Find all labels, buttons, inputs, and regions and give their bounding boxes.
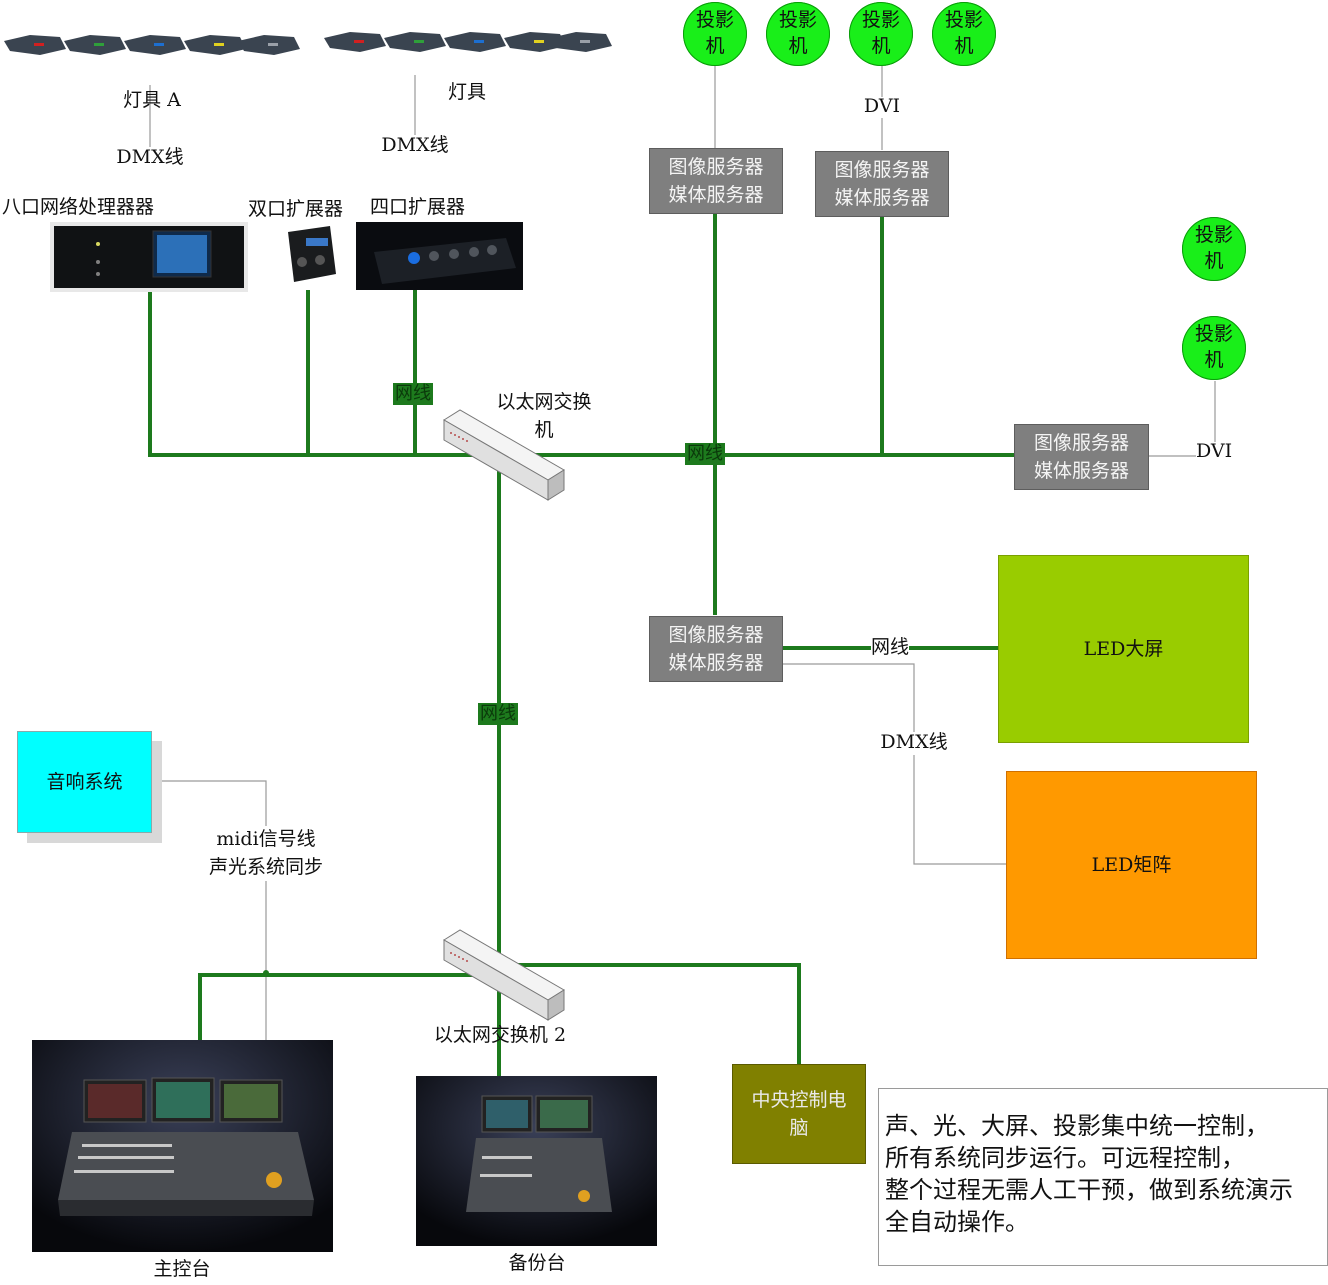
ethernet-switch-1 [443,409,565,501]
note-line-2: 所有系统同步运行。可远程控制， [885,1143,1245,1172]
media-server-4: 图像服务器媒体服务器 [649,616,783,682]
backup-console-label: 备份台 [508,1252,566,1274]
led-screen: LED大屏 [998,555,1249,743]
four-port-expander-image [356,222,523,290]
projector-2: 投影机 [766,2,830,66]
dvi-label-right: DVI [1196,440,1233,462]
note-line-4: 全自动操作。 [885,1207,1029,1236]
midi-label: midi信号线声光系统同步 [208,826,324,882]
note-line-1: 声、光、大屏、投影集中统一控制， [885,1112,1269,1140]
projector-4: 投影机 [932,2,996,66]
led-net-label: 网线 [870,636,910,658]
led-dmx-label: DMX线 [880,731,948,753]
switch-1-label: 以太网交换机 [496,391,592,441]
main-console-label: 主控台 [153,1258,211,1280]
processor-label: 八口网络处理器器 [2,196,155,218]
light-fixtures-b [324,32,612,52]
projector-6: 投影机 [1182,316,1246,380]
dmx-cable-label-b: DMX线 [381,134,449,156]
two-port-expander-image [288,226,336,282]
projector-5: 投影机 [1182,217,1246,281]
network-processor-image [50,222,248,292]
switch-2-label: 以太网交换机 2 [433,1024,567,1046]
net-cable-label-1: 网线 [393,383,433,405]
media-server-3: 图像服务器媒体服务器 [1014,424,1149,490]
net-cable-label-2: 网线 [685,443,725,465]
media-server-1: 图像服务器媒体服务器 [649,148,783,214]
dvi-label-top: DVI [863,95,901,117]
projector-3: 投影机 [849,2,913,66]
led-matrix: LED矩阵 [1006,771,1257,959]
central-control-pc: 中央控制电脑 [732,1064,866,1164]
backup-console-image [416,1076,657,1246]
four-port-label: 四口扩展器 [370,196,466,218]
main-console-image [32,1040,333,1252]
net-cable-label-3: 网线 [478,703,518,725]
ethernet-switch-2 [443,929,565,1021]
light-fixtures-a [4,35,300,55]
media-server-2: 图像服务器媒体服务器 [815,151,949,217]
light-group-a-label: 灯具 A [123,89,181,111]
two-port-label: 双口扩展器 [248,198,344,220]
audio-system: 音响系统 [17,731,152,833]
light-fixture-icon [4,35,66,55]
light-group-b-label: 灯具 [447,81,487,103]
note-line-3: 整个过程无需人工干预，做到系统演示 [885,1175,1293,1204]
summary-note: 声、光、大屏、投影集中统一控制， 所有系统同步运行。可远程控制， 整个过程无需人… [878,1088,1328,1266]
projector-1: 投影机 [683,2,747,66]
dmx-cable-label-a: DMX线 [116,146,184,168]
